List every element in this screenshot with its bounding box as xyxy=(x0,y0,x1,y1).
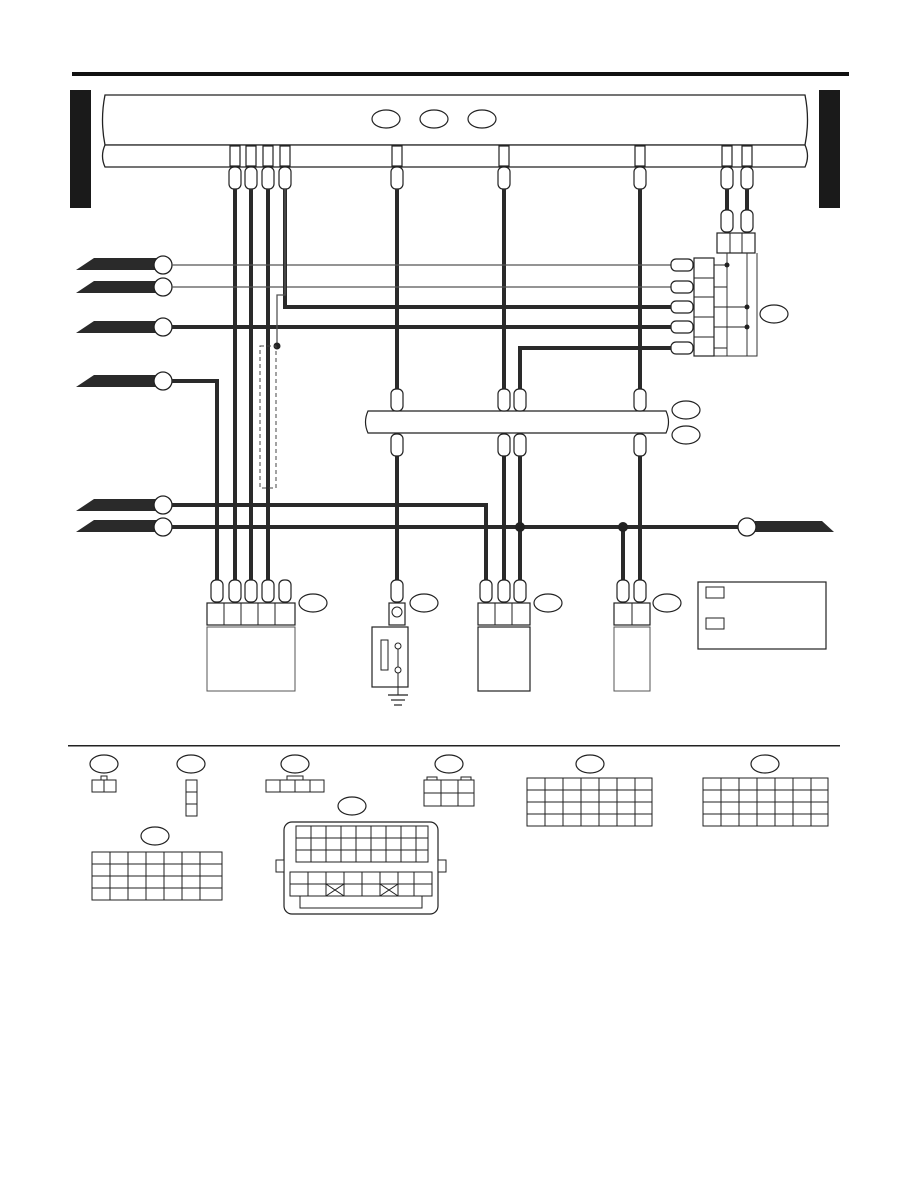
main-harness-bar xyxy=(101,94,809,168)
left-input-wedges xyxy=(76,258,160,532)
top-divider xyxy=(72,72,849,76)
middle-harness-label-bottom xyxy=(671,425,701,445)
right-connector-dividers xyxy=(694,264,747,349)
module-left xyxy=(206,593,328,692)
middle-lower-wires xyxy=(518,456,625,580)
connector-view-6 xyxy=(702,754,829,827)
harness-label-circle-3 xyxy=(467,109,497,129)
connector-view-7 xyxy=(91,826,223,901)
junction-dots xyxy=(273,262,750,350)
connector-view-5 xyxy=(526,754,653,827)
middle-harness-label-top xyxy=(671,400,701,420)
thick-wires xyxy=(233,189,749,580)
right-upper-connector xyxy=(695,209,758,357)
sensor-label xyxy=(409,593,439,613)
module-right-label xyxy=(652,593,682,613)
connector-divider xyxy=(68,745,840,747)
ground-symbol-icon xyxy=(388,694,408,706)
harness-label-circle-2 xyxy=(419,109,449,129)
module-middle-label xyxy=(533,593,563,613)
legend-swatch-1 xyxy=(705,586,725,599)
right-output-circle xyxy=(737,517,757,537)
horizontal-wires xyxy=(172,189,800,580)
bottom-terminals xyxy=(210,579,647,603)
module-left-label xyxy=(298,593,328,613)
harness-pins xyxy=(229,145,753,167)
wire-splice-dots xyxy=(515,522,628,532)
module-right xyxy=(613,593,682,692)
harness-terminals xyxy=(228,166,754,190)
harness-label-circle-1 xyxy=(371,109,401,129)
left-side-block xyxy=(70,90,91,208)
right-side-block xyxy=(819,90,840,208)
connector-view-8 xyxy=(275,796,447,915)
legend-swatch-2 xyxy=(705,617,725,630)
legend-box xyxy=(697,581,827,650)
middle-harness xyxy=(364,388,701,457)
module-middle xyxy=(477,593,563,692)
right-connector-label-circle xyxy=(759,304,789,324)
right-output-wedge xyxy=(755,521,834,532)
sensor-with-ground xyxy=(371,593,439,706)
shielded-wire-icon xyxy=(259,345,277,489)
left-input-circles xyxy=(153,255,173,537)
connector-view-4 xyxy=(423,754,475,807)
connector-view-3 xyxy=(265,754,325,793)
right-connector-stack xyxy=(670,257,715,357)
connector-view-1 xyxy=(89,754,119,793)
connector-view-2 xyxy=(176,754,206,817)
